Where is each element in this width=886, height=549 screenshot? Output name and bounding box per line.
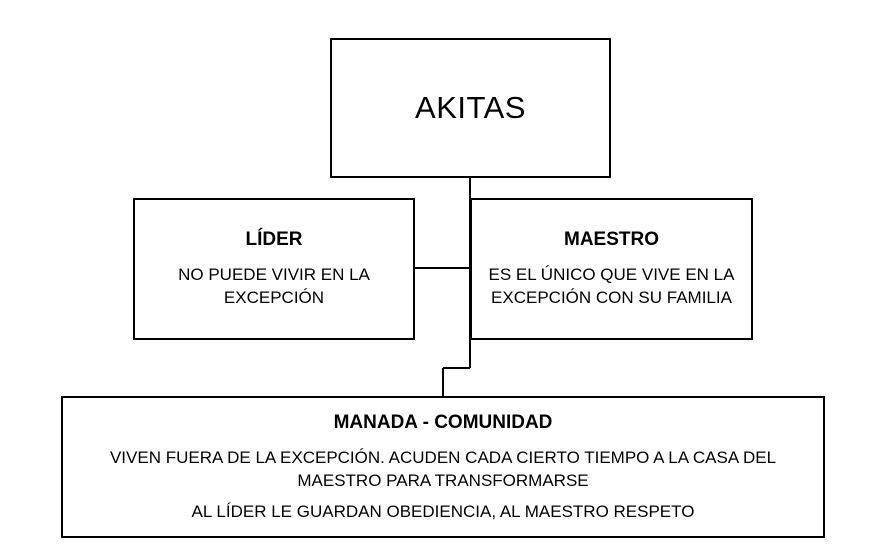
node-lider-heading: LÍDER xyxy=(245,229,303,250)
node-akitas-title: AKITAS xyxy=(415,90,526,125)
node-lider-body: NO PUEDE VIVIR EN LA EXCEPCIÓN xyxy=(178,265,370,307)
node-manada-body: VIVEN FUERA DE LA EXCEPCIÓN. ACUDEN CADA… xyxy=(109,447,777,490)
node-maestro: MAESTRO ES EL ÚNICO QUE VIVE EN LA EXCEP… xyxy=(470,198,753,340)
node-akitas: AKITAS xyxy=(330,38,611,178)
node-maestro-heading: MAESTRO xyxy=(564,229,659,250)
node-lider: LÍDER NO PUEDE VIVIR EN LA EXCEPCIÓN xyxy=(133,198,415,340)
node-manada-body-2: AL LÍDER LE GUARDAN OBEDIENCIA, AL MAEST… xyxy=(191,501,695,521)
node-manada-heading: MANADA - COMUNIDAD xyxy=(333,411,553,433)
node-manada: MANADA - COMUNIDAD VIVEN FUERA DE LA EXC… xyxy=(61,396,825,538)
node-maestro-body: ES EL ÚNICO QUE VIVE EN LA EXCEPCIÓN CON… xyxy=(488,265,735,307)
